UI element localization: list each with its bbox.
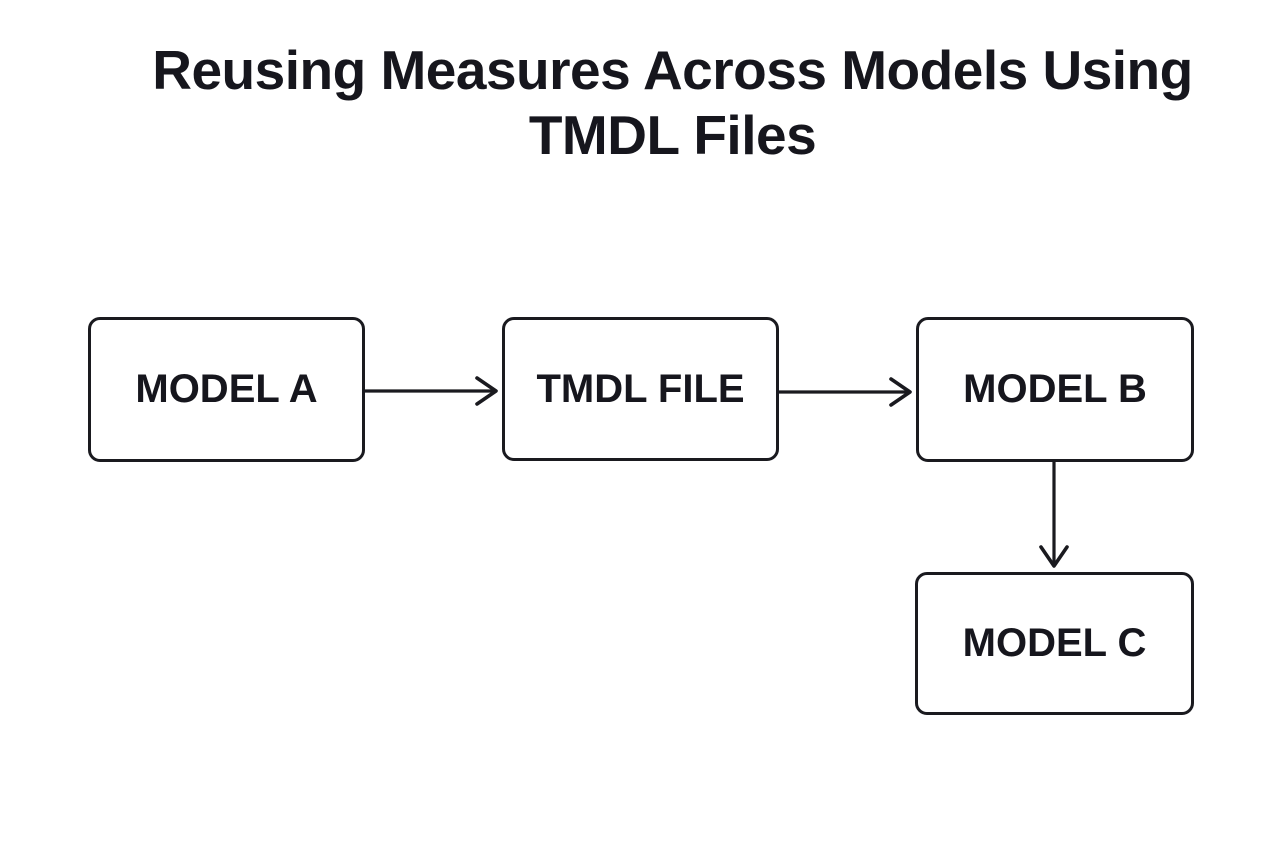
node-model-a: MODEL A: [88, 317, 365, 462]
arrow-head-icon: [1039, 545, 1069, 568]
node-tmdl-file: TMDL FILE: [502, 317, 779, 461]
node-model-b: MODEL B: [916, 317, 1194, 462]
node-model-b-label: MODEL B: [963, 367, 1147, 411]
node-model-a-label: MODEL A: [135, 367, 318, 411]
arrow-head-icon: [889, 377, 912, 407]
arrow-tmdl-file-to-model-b: [779, 377, 912, 407]
node-model-c: MODEL C: [915, 572, 1194, 715]
node-tmdl-file-label: TMDL FILE: [536, 366, 745, 411]
arrow-model-b-to-model-c: [1039, 462, 1069, 568]
arrow-head-icon: [475, 376, 498, 406]
arrow-model-a-to-tmdl-file: [365, 376, 498, 406]
title-line-2: TMDL Files: [528, 103, 817, 166]
node-model-c-label: MODEL C: [962, 621, 1147, 665]
title-line-1: Reusing Measures Across Models Using: [152, 39, 1193, 101]
